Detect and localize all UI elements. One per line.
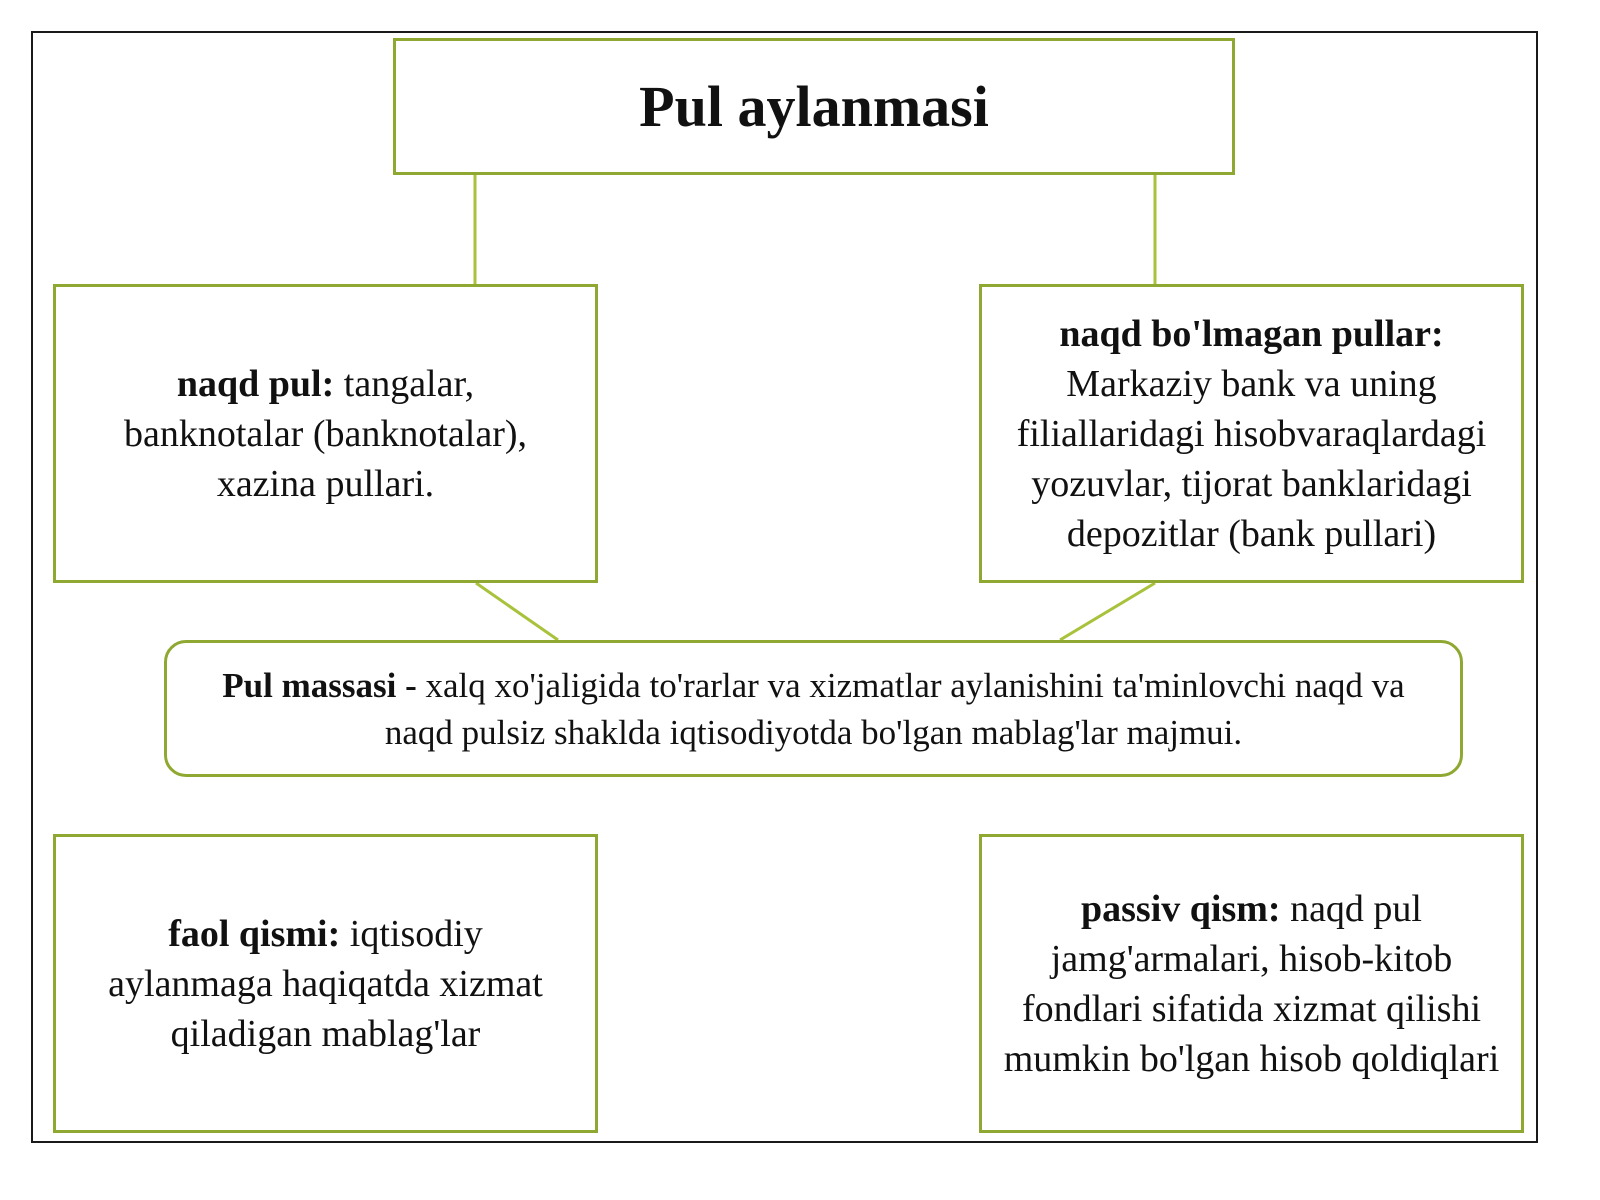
noncash-money-box: naqd bo'lmagan pullar: Markaziy bank va …	[979, 284, 1524, 583]
active-part-term: faol qismi:	[168, 912, 341, 955]
cash-money-description: tangalar, banknotalar (banknotalar), xaz…	[123, 362, 528, 505]
passive-part-description: naqd pul jamg'armalari, hisob-kitob fond…	[1003, 887, 1500, 1080]
noncash-money-description: Markaziy bank va uning filiallaridagi hi…	[1016, 362, 1487, 555]
active-part-text: faol qismi: iqtisodiy aylanmaga haqiqatd…	[56, 909, 595, 1059]
cash-money-text: naqd pul: tangalar, banknotalar (banknot…	[56, 359, 595, 509]
active-part-description: iqtisodiy aylanmaga haqiqatda xizmat qil…	[108, 912, 543, 1055]
money-mass-term: Pul massasi -	[222, 665, 417, 705]
diagram-frame	[31, 31, 1538, 1143]
diagram-title: Pul aylanmasi	[639, 73, 989, 139]
connector-noncash-to-mass	[1059, 581, 1156, 642]
passive-part-term: passiv qism:	[1081, 887, 1281, 930]
passive-part-text: passiv qism: naqd pul jamg'armalari, his…	[982, 884, 1521, 1084]
connector-cash-to-mass	[475, 581, 559, 642]
money-mass-description: xalq xo'jaligida to'rarlar va xizmatlar …	[384, 665, 1405, 752]
active-part-box: faol qismi: iqtisodiy aylanmaga haqiqatd…	[53, 834, 598, 1133]
title-box: Pul aylanmasi	[393, 38, 1235, 175]
cash-money-term: naqd pul:	[176, 362, 335, 405]
money-mass-box: Pul massasi - xalq xo'jaligida to'rarlar…	[164, 640, 1463, 777]
noncash-money-text: naqd bo'lmagan pullar: Markaziy bank va …	[982, 309, 1521, 559]
passive-part-box: passiv qism: naqd pul jamg'armalari, his…	[979, 834, 1524, 1133]
noncash-money-term: naqd bo'lmagan pullar:	[1059, 312, 1444, 355]
cash-money-box: naqd pul: tangalar, banknotalar (banknot…	[53, 284, 598, 583]
money-mass-text: Pul massasi - xalq xo'jaligida to'rarlar…	[167, 662, 1460, 756]
